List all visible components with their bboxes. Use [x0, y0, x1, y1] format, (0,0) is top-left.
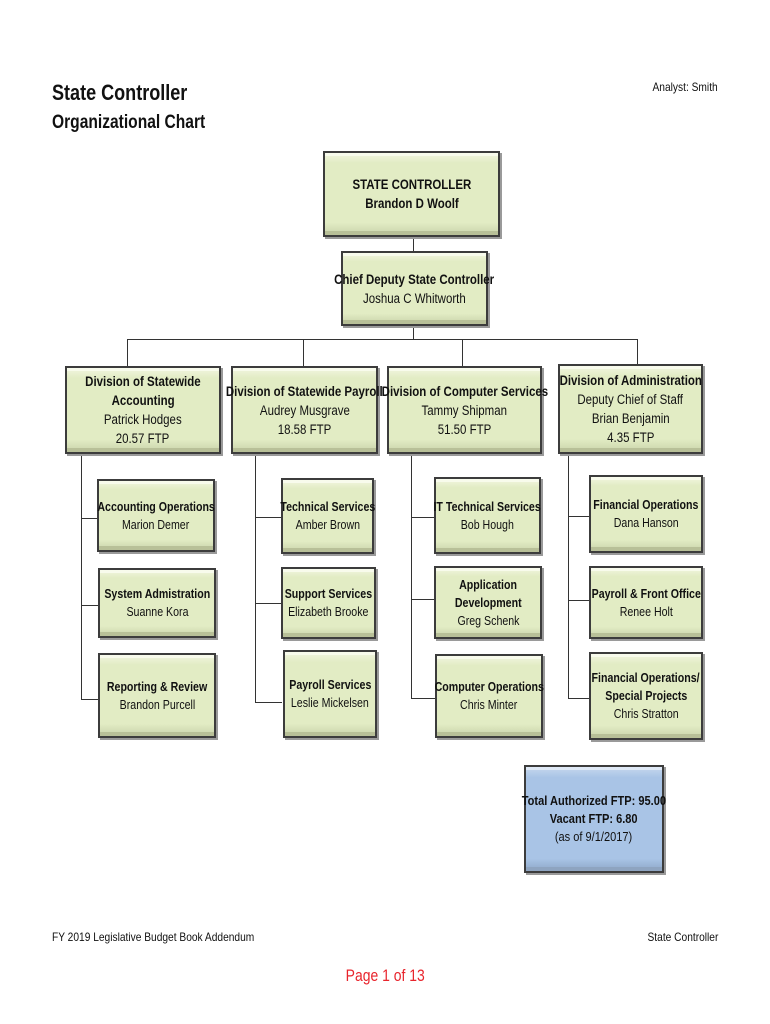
footer-left: FY 2019 Legislative Budget Book Addendum	[52, 930, 255, 944]
unit-title: Support Services	[284, 587, 373, 601]
connector-div4-spine	[568, 453, 569, 699]
connector-div3	[462, 339, 463, 366]
page-indicator: Page 1 of 13	[0, 966, 770, 986]
as-of-date: (as of 9/1/2017)	[555, 829, 633, 844]
total-authorized-ftp: Total Authorized FTP: 95.00	[521, 793, 667, 808]
unit-head: Marion Demer	[122, 517, 190, 532]
connector-div4-unit1	[568, 516, 589, 517]
unit-title: Computer Operations	[434, 680, 544, 694]
unit-title: Payroll Services	[288, 678, 372, 692]
page-subtitle: Organizational Chart	[52, 112, 206, 133]
division-ftp: 4.35 FTP	[606, 430, 655, 445]
unit-head: Greg Schenk	[456, 613, 520, 628]
division-head: Brian Benjamin	[591, 411, 670, 426]
unit-head: Elizabeth Brooke	[288, 605, 369, 619]
unit-head: Amber Brown	[295, 518, 360, 532]
division-head: Audrey Musgrave	[259, 402, 350, 418]
unit-box: Financial Operations/ Special Projects C…	[589, 652, 703, 740]
unit-box: Payroll & Front Office Renee Holt	[589, 566, 703, 639]
unit-title: Technical Services	[280, 500, 375, 514]
unit-title: Special Projects	[604, 689, 688, 703]
connector-div4-unit3	[568, 698, 589, 699]
connector-div3-unit2	[411, 599, 435, 600]
division-box-statewide-payroll: Division of Statewide Payroll Audrey Mus…	[226, 366, 383, 454]
unit-head: Suanne Kora	[125, 605, 189, 619]
unit-head: Dana Hanson	[613, 516, 679, 530]
unit-title: Payroll & Front Office	[591, 586, 701, 601]
division-box-administration: Division of Administration Deputy Chief …	[558, 364, 703, 454]
unit-title: Financial Operations/	[591, 671, 701, 685]
connector-div1-spine	[81, 453, 82, 700]
division-box-computer-services: Division of Computer Services Tammy Ship…	[381, 366, 548, 454]
division-title: Division of Administration	[559, 373, 702, 388]
unit-box: Financial Operations Dana Hanson	[589, 475, 703, 553]
connector-div2-unit1	[255, 517, 282, 518]
unit-title: Reporting & Review	[106, 679, 208, 694]
unit-title: IT Technical Services	[433, 499, 542, 514]
unit-box: IT Technical Services Bob Hough	[434, 477, 541, 554]
division-head: Patrick Hodges	[104, 412, 182, 427]
connector-div4	[637, 339, 638, 366]
page-indicator-text: Page 1 of 13	[345, 966, 425, 985]
connector-div3-unit3	[411, 698, 435, 699]
division-title: Division of Statewide	[85, 374, 201, 389]
vacant-ftp: Vacant FTP: 6.80	[550, 811, 638, 826]
connector-div1-unit3	[81, 699, 98, 700]
connector-div4-unit2	[568, 600, 589, 601]
ftp-summary-box: Total Authorized FTP: 95.00 Vacant FTP: …	[521, 765, 667, 873]
chief-deputy-box: Chief Deputy State Controller Joshua C W…	[334, 251, 495, 326]
unit-box: Support Services Elizabeth Brooke	[281, 567, 376, 639]
unit-head: Renee Holt	[619, 604, 673, 619]
analyst-label: Analyst: Smith	[652, 80, 718, 94]
connector-div3-unit1	[411, 517, 435, 518]
connector-div2-unit3	[255, 702, 282, 703]
division-title: Accounting	[111, 393, 175, 408]
page-title: State Controller	[52, 80, 188, 105]
connector-div2-spine	[255, 453, 256, 703]
connector-div1-unit2	[81, 605, 98, 606]
box-title: STATE CONTROLLER	[352, 177, 471, 192]
unit-box: Application Development Greg Schenk	[434, 566, 542, 639]
unit-head: Chris Minter	[460, 698, 518, 712]
division-box-statewide-accounting: Division of Statewide Accounting Patrick…	[65, 366, 221, 454]
unit-head: Brandon Purcell	[119, 697, 195, 712]
connector-top-deputy	[413, 236, 414, 252]
unit-head: Bob Hough	[460, 517, 515, 532]
division-head: Tammy Shipman	[421, 402, 508, 418]
connector-div2	[303, 339, 304, 366]
division-title: Division of Computer Services	[381, 383, 548, 399]
state-controller-box: STATE CONTROLLER Brandon D Woolf	[323, 151, 500, 237]
division-ftp: 51.50 FTP	[437, 421, 492, 437]
box-name: Brandon D Woolf	[364, 196, 459, 211]
unit-box: System Admistration Suanne Kora	[98, 568, 216, 638]
division-ftp: 20.57 FTP	[116, 431, 170, 446]
unit-title: Development	[454, 595, 522, 610]
box-title: Chief Deputy State Controller	[334, 271, 495, 287]
unit-title: Accounting Operations	[97, 499, 215, 514]
unit-box: Computer Operations Chris Minter	[434, 654, 544, 738]
division-role: Deputy Chief of Staff	[577, 392, 684, 407]
unit-box: Payroll Services Leslie Mickelsen	[283, 650, 377, 738]
connector-div3-spine	[411, 453, 412, 699]
unit-box: Accounting Operations Marion Demer	[97, 479, 215, 552]
connector-div1	[127, 339, 128, 366]
unit-title: Application	[459, 577, 517, 592]
unit-head: Leslie Mickelsen	[291, 696, 369, 710]
connector-div2-unit2	[255, 603, 282, 604]
unit-title: Financial Operations	[593, 498, 699, 512]
division-title: Division of Statewide Payroll	[226, 383, 383, 399]
unit-title: System Admistration	[104, 587, 210, 601]
unit-box: Reporting & Review Brandon Purcell	[98, 653, 216, 738]
connector-deputy-bus	[413, 325, 414, 340]
unit-head: Chris Stratton	[613, 707, 679, 721]
division-ftp: 18.58 FTP	[277, 421, 332, 437]
connector-horizontal-bus	[127, 339, 638, 340]
unit-box: Technical Services Amber Brown	[280, 478, 375, 554]
box-name: Joshua C Whitworth	[363, 290, 466, 306]
connector-div1-unit1	[81, 518, 98, 519]
footer-right: State Controller	[647, 930, 718, 944]
